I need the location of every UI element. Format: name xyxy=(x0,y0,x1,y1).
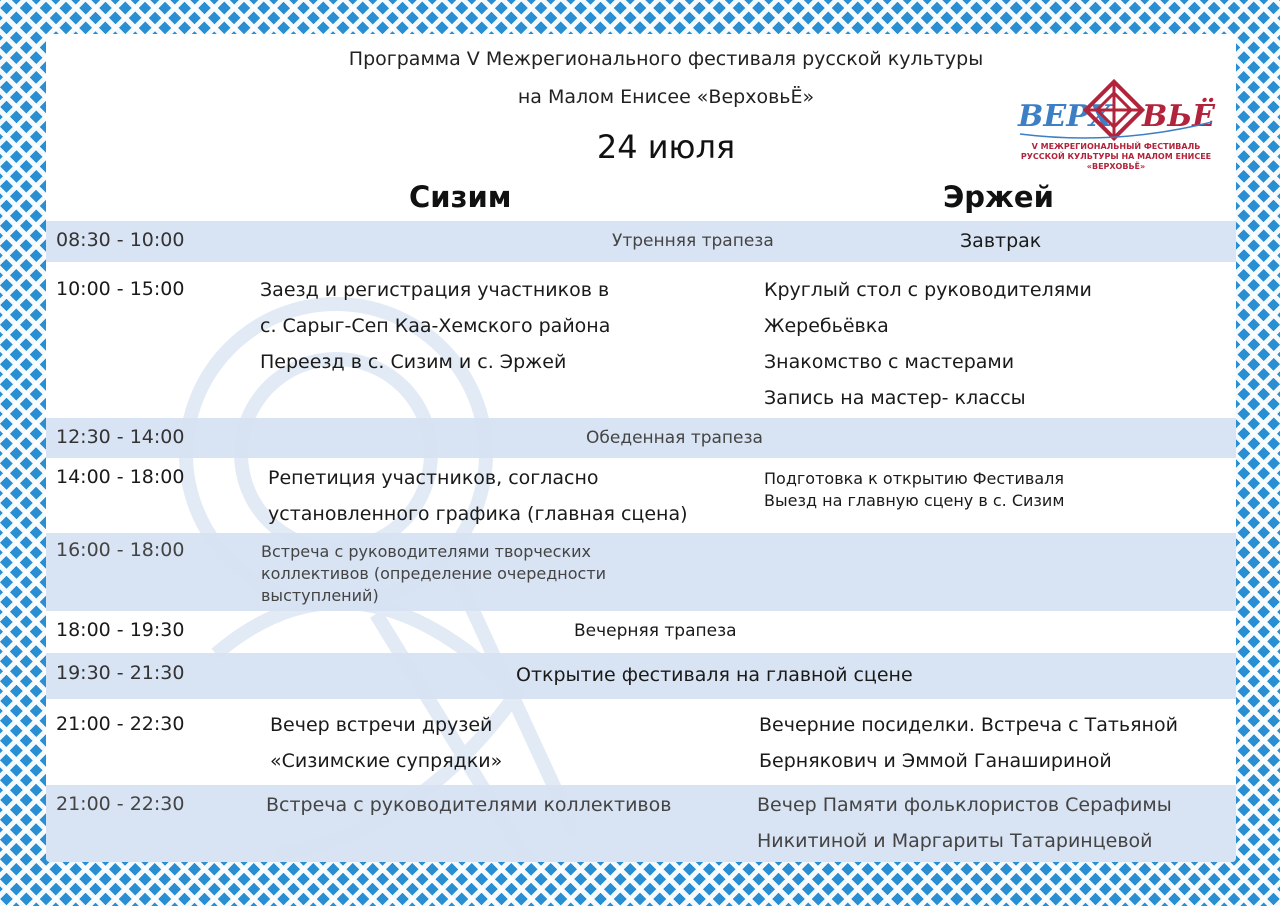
row-right-text: Завтрак xyxy=(960,230,1042,252)
row-right-text: Вечер Памяти фольклористов Серафимы Ники… xyxy=(757,794,1172,852)
logo-knot-icon xyxy=(1082,78,1146,142)
row-left-text: Встреча с руководителями коллективов xyxy=(266,794,672,816)
row-time: 12:30 - 14:00 xyxy=(56,426,185,448)
row-center-text: Вечерняя трапеза xyxy=(574,621,737,641)
row-center-text: Утренняя трапеза xyxy=(612,231,774,251)
table-row: 12:30 - 14:00 Обеденная трапеза xyxy=(46,418,1236,458)
row-time: 14:00 - 18:00 xyxy=(56,466,185,488)
header: Программа V Межрегионального фестиваля р… xyxy=(46,34,1236,214)
row-center-text: Обеденная трапеза xyxy=(586,428,763,448)
table-row: 18:00 - 19:30 Вечерняя трапеза xyxy=(46,611,1236,653)
table-row: 08:30 - 10:00 Утренняя трапеза Завтрак xyxy=(46,221,1236,262)
row-time: 08:30 - 10:00 xyxy=(56,229,185,251)
date-heading: 24 июля xyxy=(596,128,736,166)
row-time: 16:00 - 18:00 xyxy=(56,539,185,561)
row-left-text: Вечер встречи друзей «Сизимские супрядки… xyxy=(270,714,503,772)
logo-subtitle: V МЕЖРЕГИОНАЛЬНЫЙ ФЕСТИВАЛЬ РУССКОЙ КУЛЬ… xyxy=(1020,142,1212,171)
logo-wordmark-left: ВЕРХ xyxy=(1017,99,1114,134)
row-center-text: Открытие фестиваля на главной сцене xyxy=(516,664,913,686)
row-right-text: Круглый стол с руководителями Жеребьёвка… xyxy=(764,279,1092,409)
column-heading-sizim: Сизим xyxy=(409,180,512,214)
table-row: 14:00 - 18:00 Репетиция участников, согл… xyxy=(46,458,1236,533)
table-row: 10:00 - 15:00 Заезд и регистрация участн… xyxy=(46,262,1236,418)
row-time: 10:00 - 15:00 xyxy=(56,278,185,300)
row-right-text: Подготовка к открытию Фестиваля Выезд на… xyxy=(764,469,1065,510)
table-row: 21:00 - 22:30 Вечер встречи друзей «Сизи… xyxy=(46,699,1236,785)
logo-wordmark-right: ВЬЁ xyxy=(1141,97,1216,134)
row-left-text: Заезд и регистрация участников в с. Сары… xyxy=(260,279,611,373)
row-right-text: Вечерние посиделки. Встреча с Татьяной Б… xyxy=(759,714,1178,772)
row-time: 18:00 - 19:30 xyxy=(56,619,185,641)
row-time: 21:00 - 22:30 xyxy=(56,713,185,735)
title-line-1: Программа V Межрегионального фестиваля р… xyxy=(348,48,984,70)
row-time: 19:30 - 21:30 xyxy=(56,662,185,684)
table-row: 21:00 - 22:30 Встреча с руководителями к… xyxy=(46,785,1236,862)
row-time: 21:00 - 22:30 xyxy=(56,793,185,815)
table-row: 16:00 - 18:00 Встреча с руководителями т… xyxy=(46,533,1236,611)
row-left-text: Встреча с руководителями творческих колл… xyxy=(261,542,607,605)
program-sheet: Программа V Межрегионального фестиваля р… xyxy=(46,34,1236,862)
row-left-text: Репетиция участников, согласно установле… xyxy=(268,467,688,525)
title-line-2: на Малом Енисее «ВерховьЁ» xyxy=(517,86,815,108)
table-row: 19:30 - 21:30 Открытие фестиваля на глав… xyxy=(46,653,1236,699)
column-heading-erzhey: Эржей xyxy=(943,180,1054,214)
festival-logo: ВЕРХ ВЬЁ xyxy=(1017,78,1216,142)
